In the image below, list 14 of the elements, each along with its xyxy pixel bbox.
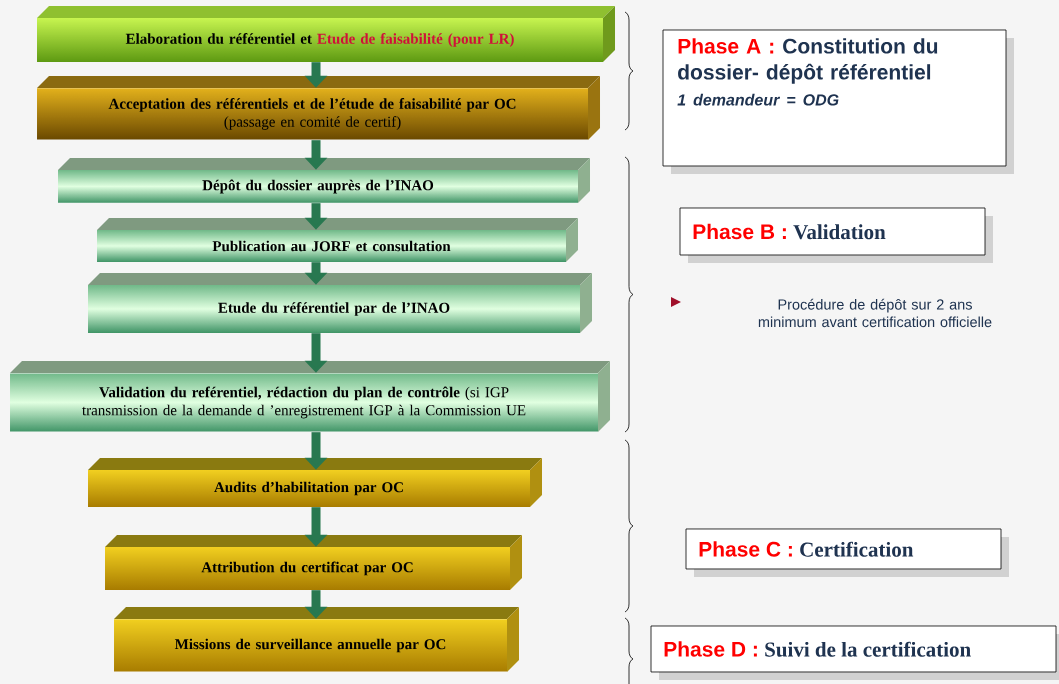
phase-box: Phase A : Constitution du dossier- dépôt référentiel 1 demandeur = ODG (662, 29, 1014, 174)
phase-box: Phase C : Certification (685, 528, 1009, 577)
process-box: Validation du reférentiel, rédaction du plan de contrôle (si IGP transmission de la demande d ’enregistrement IGP à la Commission UE (10, 361, 610, 432)
process-box: Audits d’habilitation par OC (88, 458, 542, 507)
process-box: Acceptation des référentiels et de l’étude de faisabilité par OC (passage en comité de certif) (37, 76, 600, 140)
process-box: Missions de surveillance annuelle par OC (114, 607, 519, 672)
process-box: Etude du référentiel par de l’INAO (88, 273, 592, 333)
phase-box: Phase D : Suivi de la certification (650, 625, 1059, 680)
process-box: Dépôt du dossier auprès de l’INAO (58, 158, 590, 203)
process-box: Elaboration du référentiel et Etude de faisabilité (pour LR) (37, 6, 615, 62)
note-text: Procédure de dépôt sur 2 ans minimum avant certification officielle (758, 298, 992, 328)
process-box: Publication au JORF et consultation (97, 218, 578, 262)
phase-box: Phase B : Validation (679, 207, 993, 263)
process-box: Attribution du certificat par OC (105, 535, 522, 590)
